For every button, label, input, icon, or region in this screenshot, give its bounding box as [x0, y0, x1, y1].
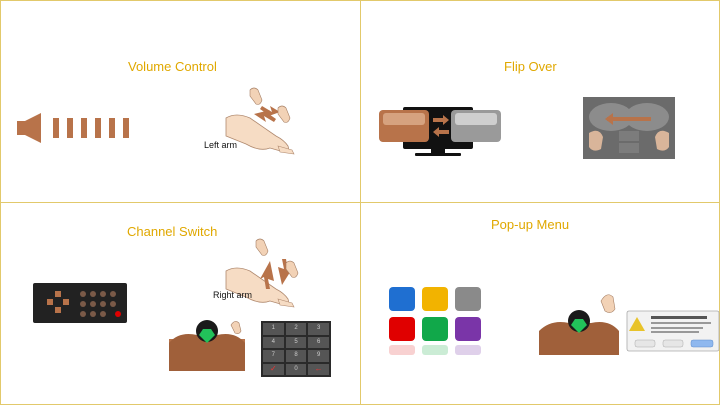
- right-arm-gesture-icon: [225, 238, 299, 308]
- keypad-key: 1: [263, 323, 284, 335]
- keypad-key: 6: [308, 336, 329, 348]
- keypad-key-check: ✓: [263, 363, 284, 375]
- chest-swipe-icon: [583, 97, 675, 159]
- torso-icon: [169, 320, 245, 371]
- keypad-key: 8: [285, 350, 307, 362]
- volume-speaker-icon: [17, 113, 129, 143]
- torso-icon: [539, 294, 619, 355]
- flip-over-title: Flip Over: [504, 59, 557, 74]
- channel-switch-title: Channel Switch: [127, 224, 218, 239]
- keypad-key: 5: [285, 336, 307, 348]
- keypad-key: 3: [308, 323, 329, 335]
- flip-over-panel: Flip Over: [360, 0, 720, 203]
- channel-switch-panel: Channel Switch Right arm 1: [0, 202, 361, 405]
- volume-control-title: Volume Control: [128, 59, 217, 74]
- keypad-key: 0: [285, 363, 307, 375]
- keypad-key-back: ←: [308, 363, 329, 375]
- keypad-key: 2: [285, 323, 307, 335]
- app-grid-icon: [389, 287, 481, 355]
- keypad-icon: 1 2 3 4 5 6 7 8 9 ✓ 0 ←: [261, 321, 331, 377]
- keypad-key: 7: [263, 350, 284, 362]
- popup-menu-title: Pop-up Menu: [491, 217, 570, 232]
- keypad-key: 9: [308, 350, 329, 362]
- volume-control-panel: Volume Control Left arm: [0, 0, 361, 203]
- keypad-key: 4: [263, 336, 284, 348]
- remote-icon: [33, 283, 127, 323]
- tv-flip-icon: [379, 107, 501, 156]
- dialog-icon: [626, 310, 720, 352]
- popup-menu-panel: Pop-up Menu: [360, 202, 720, 405]
- right-arm-label: Right arm: [213, 290, 253, 300]
- left-arm-gesture-icon: [225, 87, 295, 155]
- left-arm-label: Left arm: [204, 140, 238, 150]
